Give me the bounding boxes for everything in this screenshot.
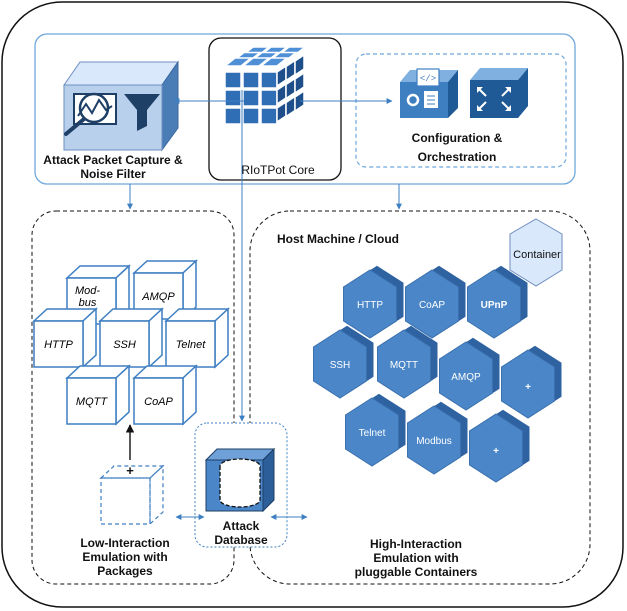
- host-title: Host Machine / Cloud: [277, 232, 399, 246]
- protocol-label: HTTP: [44, 339, 73, 351]
- add-package-symbol: +: [126, 463, 134, 478]
- container-hex: SSH: [312, 325, 374, 399]
- protocol-label: bus: [79, 297, 97, 309]
- high-interaction-label-line1: High-Interaction: [370, 537, 462, 551]
- protocol-cube: AMQP: [132, 259, 198, 321]
- core-cube-icon: [222, 46, 308, 125]
- protocol-label: AMQP: [141, 291, 175, 303]
- protocol-label: MQTT: [76, 396, 108, 408]
- top-panel: [34, 33, 576, 185]
- container-label: MQTT: [390, 360, 418, 371]
- low-interaction-label-line1: Low-Interaction: [80, 536, 169, 550]
- add-package-cube: +: [99, 463, 165, 526]
- container-label: HTTP: [357, 300, 383, 311]
- container-label: Telnet: [359, 428, 386, 439]
- orchestration-icon: [470, 68, 528, 118]
- container-legend-label: Container: [513, 249, 561, 261]
- protocol-label: CoAP: [144, 396, 173, 408]
- protocol-cube: SSH: [98, 307, 164, 369]
- protocol-cube: HTTP: [32, 307, 98, 369]
- protocol-label: SSH: [113, 339, 136, 351]
- config-label-line2: Orchestration: [418, 150, 497, 164]
- low-interaction-label-line3: Packages: [97, 564, 153, 578]
- host-machine-box: [249, 210, 591, 585]
- protocol-cube: Telnet: [164, 307, 230, 369]
- container-legend-icon: [509, 218, 563, 287]
- high-interaction-label-line2: Emulation with: [373, 551, 458, 565]
- protocol-label: Mod-: [75, 285, 100, 297]
- container-label: UPnP: [481, 300, 508, 311]
- protocol-label: Telnet: [176, 339, 207, 351]
- database-icon: [204, 447, 276, 513]
- container-label: AMQP: [451, 372, 481, 383]
- high-interaction-label-line3: pluggable Containers: [355, 565, 478, 579]
- config-box: [355, 53, 567, 168]
- connector-arrows: [125, 90, 402, 520]
- container-hex: HTTP: [342, 265, 404, 339]
- container-label: Modbus: [416, 436, 452, 447]
- config-file-icon: </>: [400, 68, 458, 118]
- container-label: +: [493, 446, 499, 457]
- low-interaction-label-line2: Emulation with: [82, 550, 167, 564]
- packet-capture-icon: [63, 60, 179, 152]
- container-label: SSH: [330, 360, 351, 371]
- container-label: +: [525, 382, 531, 393]
- database-label-line1: Attack: [223, 519, 260, 533]
- config-label-line1: Configuration &: [412, 131, 503, 145]
- container-hex: MQTT: [376, 325, 438, 399]
- container-label: CoAP: [419, 300, 445, 311]
- container-hex: AMQP: [438, 337, 500, 411]
- low-interaction-box: [31, 210, 235, 585]
- add-container-hex: +: [500, 345, 562, 419]
- container-hex: UPnP: [466, 265, 528, 339]
- protocol-cube: MQTT: [65, 364, 131, 426]
- container-hex: CoAP: [404, 265, 466, 339]
- attack-capture-label-line1: Attack Packet Capture &: [43, 153, 183, 167]
- protocol-cube: CoAP: [132, 364, 198, 426]
- container-hex: Modbus: [406, 401, 468, 475]
- core-title: RIoTPot Core: [241, 163, 315, 177]
- add-container-hex: +: [468, 409, 530, 483]
- container-hex: Telnet: [344, 393, 406, 467]
- attack-capture-label-line2: Noise Filter: [80, 167, 146, 181]
- svg-text:</>: </>: [420, 74, 436, 84]
- database-label-line2: Database: [214, 533, 268, 547]
